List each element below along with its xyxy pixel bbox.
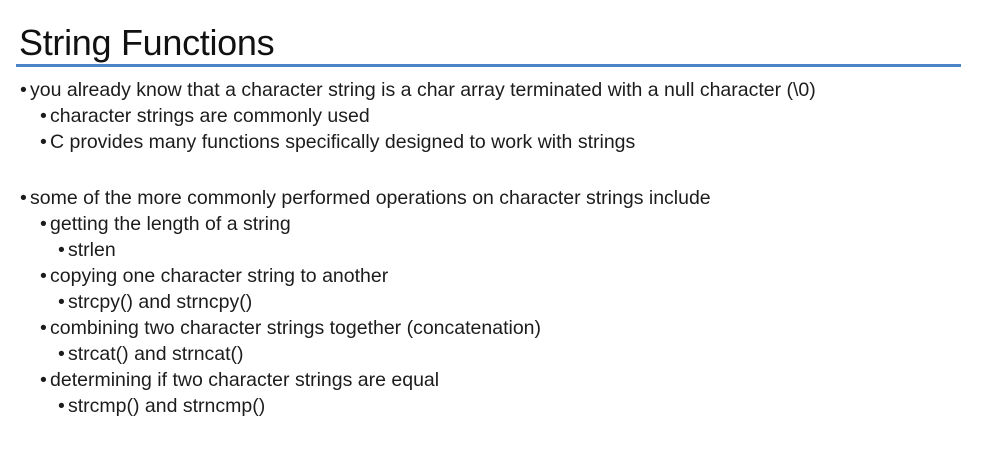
title-underline [16, 64, 961, 67]
bullet-text: strlen [68, 239, 116, 261]
bullet-item: •strcat() and strncat() [58, 341, 244, 367]
bullet-text: getting the length of a string [50, 213, 291, 235]
bullet-item: •strcmp() and strncmp() [58, 393, 265, 419]
bullet-item: •copying one character string to another [40, 263, 388, 289]
bullet-item: •strlen [58, 237, 116, 263]
bullet-item: •some of the more commonly performed ope… [20, 185, 711, 211]
slide-title: String Functions [19, 22, 275, 63]
bullet-item: •getting the length of a string [40, 211, 291, 237]
bullet-text: some of the more commonly performed oper… [30, 187, 711, 209]
bullet-text: strcmp() and strncmp() [68, 395, 266, 417]
bullet-text: copying one character string to another [50, 265, 389, 287]
bullet-item: •you already know that a character strin… [20, 77, 816, 103]
bullet-dot-icon: • [58, 291, 65, 313]
bullet-item: •strcpy() and strncpy() [58, 289, 252, 315]
bullet-dot-icon: • [40, 265, 47, 287]
bullet-dot-icon: • [20, 187, 27, 209]
bullet-dot-icon: • [58, 343, 65, 365]
bullet-item: •C provides many functions specifically … [40, 129, 635, 155]
bullet-dot-icon: • [40, 317, 47, 339]
bullet-item: •determining if two character strings ar… [40, 367, 439, 393]
bullet-dot-icon: • [40, 213, 47, 235]
bullet-text: C provides many functions specifically d… [50, 131, 636, 153]
bullet-dot-icon: • [40, 131, 47, 153]
bullet-dot-icon: • [20, 79, 27, 101]
bullet-dot-icon: • [40, 369, 47, 391]
bullet-dot-icon: • [40, 105, 47, 127]
bullet-dot-icon: • [58, 239, 65, 261]
bullet-text: character strings are commonly used [50, 105, 370, 127]
bullet-text: you already know that a character string… [30, 79, 816, 101]
bullet-text: strcat() and strncat() [68, 343, 244, 365]
bullet-dot-icon: • [58, 395, 65, 417]
bullet-item: •character strings are commonly used [40, 103, 370, 129]
bullet-text: determining if two character strings are… [50, 369, 440, 391]
bullet-text: combining two character strings together… [50, 317, 542, 339]
bullet-text: strcpy() and strncpy() [68, 291, 253, 313]
bullet-item: •combining two character strings togethe… [40, 315, 541, 341]
